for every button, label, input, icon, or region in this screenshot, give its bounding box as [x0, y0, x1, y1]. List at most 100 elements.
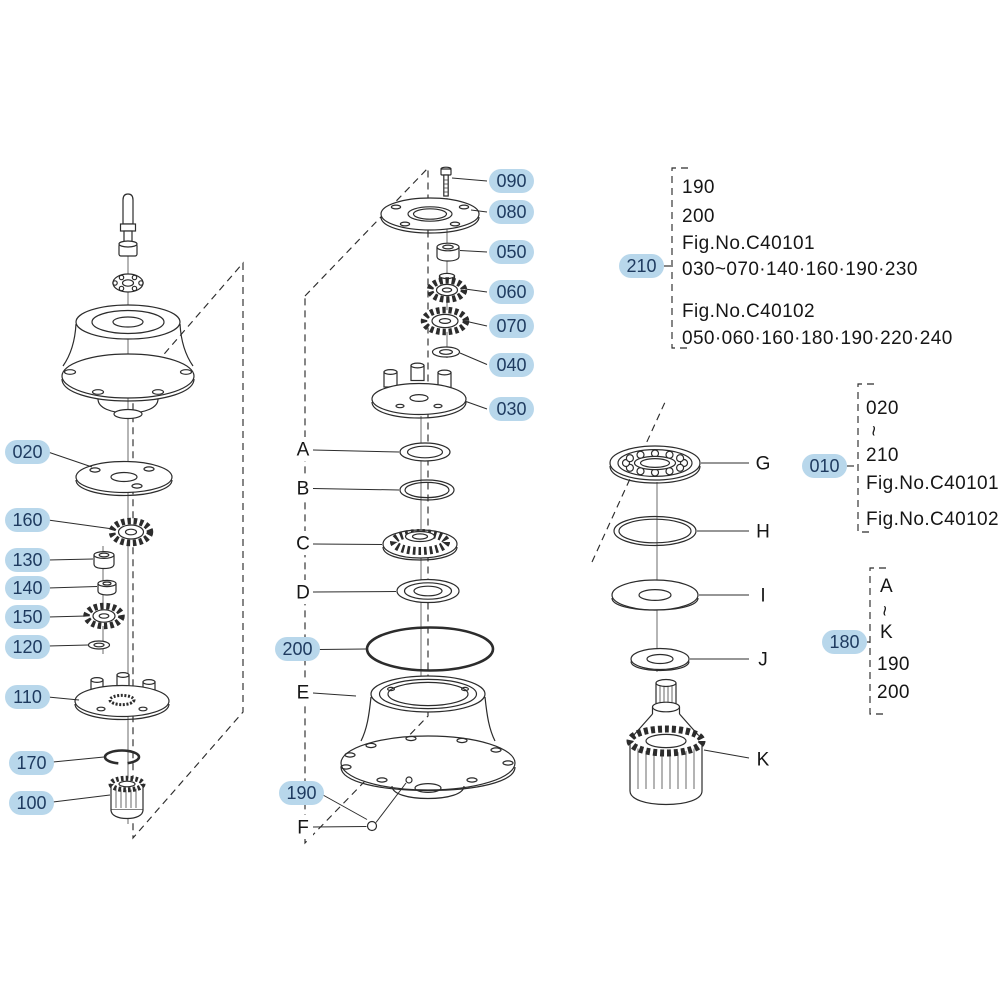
pointer-130 — [47, 558, 94, 561]
part-o-ring-200 — [365, 626, 495, 672]
part-disc-i — [611, 579, 699, 611]
pointer-140 — [47, 586, 98, 589]
callout-label: 190 — [286, 783, 316, 803]
pointer-160 — [47, 519, 114, 530]
callout-label: 110 — [13, 687, 42, 707]
part-washer-j — [630, 647, 690, 672]
callout-050: 050 — [489, 240, 534, 264]
part-planet-carrier-030 — [371, 362, 467, 419]
part-gear-070 — [420, 306, 470, 336]
part-gear-case-e — [340, 675, 516, 800]
ref-line: Fig.No.C40101 — [866, 473, 999, 494]
callout-160: 160 — [5, 508, 50, 532]
part-washer-040 — [431, 346, 461, 358]
callout-label: 100 — [16, 793, 46, 813]
pointer-080 — [470, 209, 488, 213]
callout-badge — [489, 200, 534, 224]
pointer-120 — [47, 644, 89, 647]
callout-label: 120 — [12, 637, 42, 657]
callout-badge — [489, 353, 534, 377]
part-gear-060 — [426, 272, 468, 303]
label-backing — [293, 531, 313, 555]
callout-070: 070 — [489, 314, 534, 338]
letter-label-e: E — [297, 683, 310, 704]
label-backing — [293, 476, 313, 500]
part-pinion-shaft-k — [626, 678, 706, 806]
letter-label-b: B — [297, 479, 310, 500]
callout-170: 170 — [9, 751, 54, 775]
callout-200: 200 — [275, 637, 320, 661]
pointer-b — [312, 488, 400, 491]
letter-label-d: D — [296, 583, 310, 604]
letter-label-g: G — [756, 454, 771, 475]
pointer-150 — [47, 615, 87, 618]
callout-020: 020 — [5, 440, 50, 464]
ref-line-tilde: ~ — [862, 425, 883, 437]
callout-badge — [619, 254, 664, 278]
callout-label: 160 — [12, 510, 42, 530]
callout-label: 150 — [12, 607, 42, 627]
part-carrier-110 — [74, 671, 170, 721]
callout-090: 090 — [489, 169, 534, 193]
pointer-k — [703, 749, 750, 759]
callout-label: 200 — [282, 639, 312, 659]
label-backing — [293, 437, 313, 461]
part-flange-plate-080 — [380, 197, 480, 234]
callout-pointer-lines — [47, 177, 750, 828]
callout-badge — [5, 576, 50, 600]
callout-badge — [9, 791, 54, 815]
letter-label-j: J — [758, 650, 768, 671]
callout-badge — [5, 440, 50, 464]
ref-line: Fig.No.C40102 — [682, 301, 815, 322]
label-backing — [293, 815, 313, 839]
middle-assembly — [340, 166, 516, 832]
ref-line: 050·060·160·180·190·220·240 — [682, 328, 953, 349]
right-assembly — [609, 445, 706, 806]
callout-badge — [5, 685, 50, 709]
callout-badge — [275, 637, 320, 661]
ref-bracket-010 — [857, 383, 874, 533]
callout-label: 040 — [496, 355, 526, 375]
callout-badge — [5, 605, 50, 629]
callout-label: 030 — [496, 399, 526, 419]
part-plate-020 — [75, 460, 173, 497]
pointer-110 — [47, 696, 80, 701]
pointer-090 — [451, 177, 488, 182]
callout-label: 210 — [626, 256, 656, 276]
callout-badge — [5, 548, 50, 572]
part-spacer-050 — [436, 242, 460, 262]
ref-bracket-180 — [869, 567, 886, 715]
callout-badge — [489, 397, 534, 421]
callout-badges: 090 080 050 060 070 040 030 020 160 130 … — [5, 169, 867, 815]
part-ball-bearing-g — [609, 445, 701, 484]
callout-label: 090 — [496, 171, 526, 191]
pointer-f — [312, 826, 367, 828]
label-backing — [293, 580, 313, 604]
pointer-050 — [459, 250, 488, 253]
callout-180: 180 — [822, 630, 867, 654]
callout-140: 140 — [5, 576, 50, 600]
pointer-030 — [465, 401, 488, 410]
part-gear-150 — [83, 602, 125, 630]
pointer-040 — [459, 352, 488, 365]
letter-label-a: A — [297, 440, 310, 461]
part-ball-bearing-top — [112, 273, 144, 293]
ref-line: 210 — [866, 445, 899, 466]
callout-130: 130 — [5, 548, 50, 572]
pointer-100 — [52, 794, 111, 803]
ref-bracket-210 — [671, 167, 688, 349]
callout-150: 150 — [5, 605, 50, 629]
pointer-200 — [318, 648, 367, 650]
callout-badge — [279, 781, 324, 805]
callout-label: 060 — [496, 282, 526, 302]
part-thrust-washer-a — [399, 442, 451, 462]
callout-210: 210 — [619, 254, 664, 278]
letter-label-c: C — [296, 534, 310, 555]
callout-badge — [9, 751, 54, 775]
part-coupling-gear-100 — [108, 775, 146, 820]
part-snap-ring-170 — [103, 749, 141, 765]
ref-line: A — [880, 576, 893, 597]
pointer-d — [312, 591, 397, 593]
